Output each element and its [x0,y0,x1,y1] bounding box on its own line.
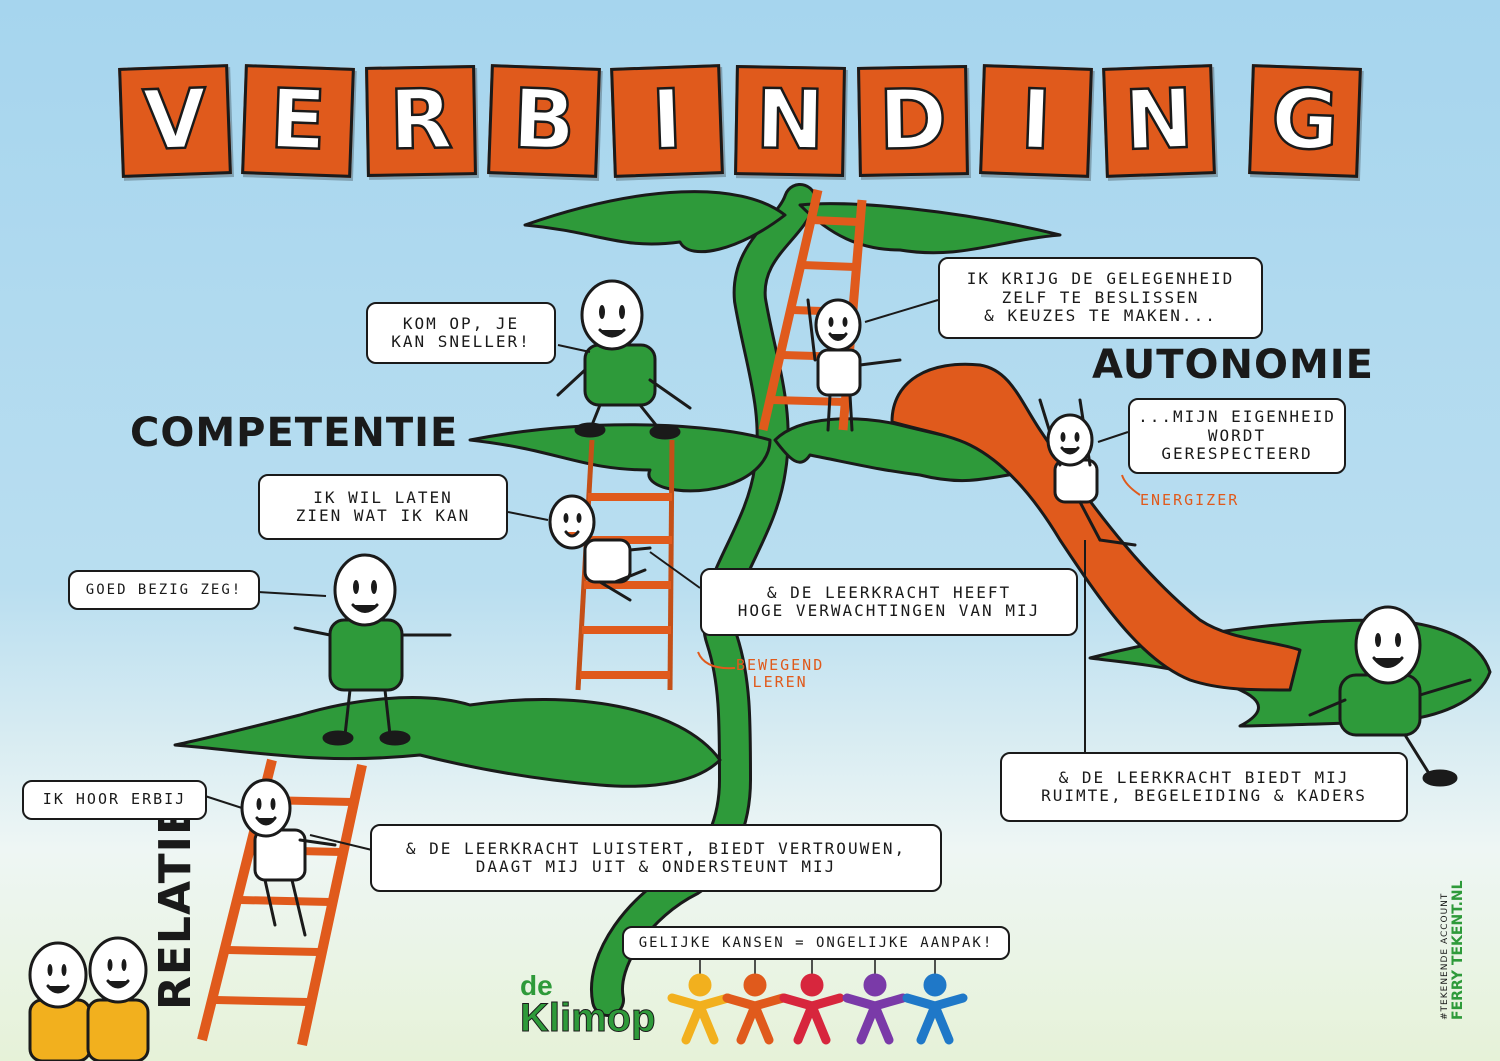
title-letter: I [979,64,1093,178]
title-letter: G [1248,64,1362,178]
heading-autonomy: AUTONOMIE [1092,342,1374,388]
figure-duo [28,936,150,1061]
title-letter: R [365,65,477,177]
watermark-line2: FERRY TEKENT.NL [1450,880,1466,1020]
logo-people [667,973,968,1045]
bubble-gelijke-kansen: GELIJKE KANSEN = ONGELIJKE AANPAK! [622,926,1010,960]
title-letter: I [610,64,724,178]
figure-slider [1038,398,1137,547]
kansen-links [699,958,936,975]
logo-prefix: de [520,970,553,1001]
watermark: #TEKENENDE ACCOUNT FERRY TEKENT.NL [1440,880,1466,1020]
bubble-hoor-erbij: IK HOOR ERBIJ [22,780,207,820]
bubble-goed-bezig: GOED BEZIG ZEG! [68,570,260,610]
watermark-line1: #TEKENENDE ACCOUNT [1440,892,1450,1020]
title-letter: E [241,64,355,178]
bubble-leerkracht-luistert: & DE LEERKRACHT LUISTERT, BIEDT VERTROUW… [370,824,942,892]
title-letter: V [118,64,232,178]
figure-relation-climber [240,778,337,937]
figures [28,279,1472,1061]
heading-competence: COMPETENTIE [130,410,459,456]
heading-relation: RELATIE [150,803,201,1010]
title-letter: D [857,65,969,177]
slide [890,362,1302,692]
note-energizer: ENERGIZER [1140,491,1240,509]
figure-competence-climber [548,494,652,602]
title-letter: N [734,65,846,177]
figure-lily-sitter [1308,605,1472,787]
figure-cheerer [293,553,452,746]
figure-coach [556,279,692,440]
logo-name: Klimop [520,996,657,1040]
title-letter: N [1102,64,1216,178]
figure-autonomy-climber [806,298,902,432]
note-arrows [697,474,1141,670]
title-letter: B [487,64,601,178]
speech-pointers [204,299,1129,851]
